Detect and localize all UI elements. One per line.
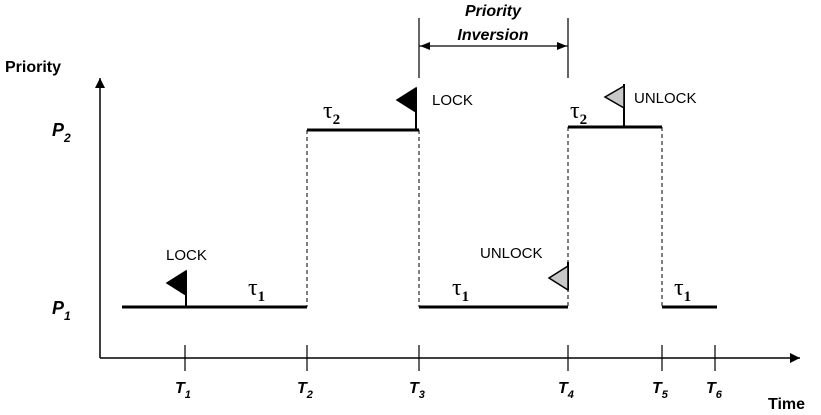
time-label-t5: T5 xyxy=(652,380,669,401)
time-label-t3: T3 xyxy=(409,380,425,401)
lock-label-1: LOCK xyxy=(166,247,207,264)
inversion-arrowhead-left xyxy=(420,42,430,50)
inversion-label-line2: Inversion xyxy=(457,27,528,44)
task-label-tau1-a: τ1 xyxy=(248,275,265,305)
x-axis-label: Time xyxy=(768,396,805,413)
inversion-label-line1: Priority xyxy=(465,3,522,20)
time-label-t2: T2 xyxy=(297,380,313,401)
priority-level-p1: P1 xyxy=(52,298,71,323)
unlock-flag-icon xyxy=(547,262,569,292)
time-label-t4: T4 xyxy=(558,380,574,401)
y-axis-label: Priority xyxy=(5,59,61,76)
unlock-flag-icon xyxy=(603,84,625,128)
task-label-tau2-a: τ2 xyxy=(323,98,340,128)
inversion-arrowhead-right xyxy=(557,42,567,50)
lock-flag-icon xyxy=(395,86,417,131)
time-label-t6: T6 xyxy=(706,380,723,401)
task-label-tau1-b: τ1 xyxy=(452,275,469,305)
lock-flag-icon xyxy=(165,269,187,308)
time-label-t1: T1 xyxy=(175,380,191,401)
task-label-tau1-c: τ1 xyxy=(674,275,691,305)
priority-level-p2: P2 xyxy=(52,120,71,145)
lock-label-2: LOCK xyxy=(432,92,473,109)
task-label-tau2-b: τ2 xyxy=(570,98,587,128)
unlock-label-1: UNLOCK xyxy=(480,245,543,262)
unlock-label-2: UNLOCK xyxy=(634,90,697,107)
